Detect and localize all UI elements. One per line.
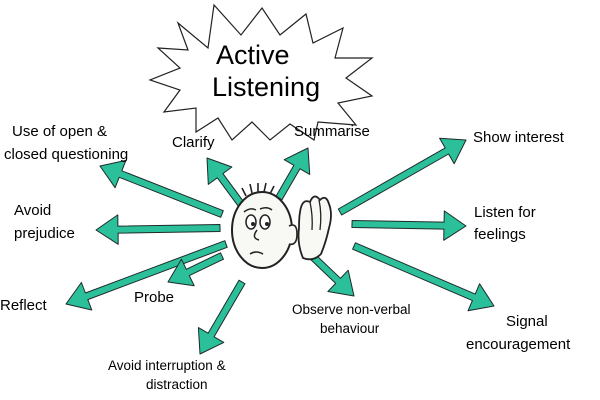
face-pupil-right [265,222,269,226]
arrow-avoid-interruption [197,279,246,355]
arrow-show-interest [337,137,467,216]
arrow-listen-feelings [351,210,467,241]
arrow-group [65,137,495,355]
label-summarise: Summarise [294,123,370,140]
label-observe-line-2: behaviour [320,321,380,336]
arrow-probe [167,252,224,287]
label-avoid-interruption-line-2: distraction [146,377,208,392]
label-open-closed-line-2: closed questioning [4,146,128,163]
title-line-2: Listening [212,72,320,102]
label-show-interest: Show interest [473,129,565,146]
arrow-clarify [206,157,245,207]
title-line-1: Active [216,40,290,70]
face-ear [288,224,298,246]
face-pupil-left [251,222,255,226]
arrow-avoid-prejudice [95,214,221,245]
title-starburst: Active Listening [148,3,374,141]
hand-finger-lines [309,199,322,231]
starburst-shape [148,3,374,141]
arrow-observe [309,253,355,297]
label-reflect: Reflect [0,297,48,314]
arrow-reflect [65,240,228,311]
arrow-open-closed [99,159,224,218]
label-observe-line-1: Observe non-verbal [292,302,411,317]
label-avoid-prejudice-line-2: prejudice [14,225,75,242]
face-mouth [249,251,264,255]
face-eye-right [259,214,271,230]
label-signal-line-1: Signal [506,313,548,330]
label-open-closed-line-1: Use of open & [12,123,107,140]
label-avoid-interruption-line-1: Avoid interruption & [108,358,226,373]
arrow-summarise [275,147,311,201]
label-listen-feelings-line-1: Listen for [474,204,536,221]
arrow-signal [352,242,495,312]
cupped-hand [297,195,332,261]
label-avoid-prejudice-line-1: Avoid [14,202,51,219]
label-signal-line-2: encouragement [466,336,571,353]
face-head [231,191,293,269]
face-brow [243,206,273,213]
label-listen-feelings-line-2: feelings [474,226,526,243]
listening-face-icon [231,182,332,269]
face-eye-left [245,214,257,230]
label-clarify: Clarify [172,134,215,151]
labels: Use of open & closed questioning Clarify… [0,123,571,392]
face-nose [253,229,260,241]
face-hair [241,182,275,197]
label-probe: Probe [134,289,174,306]
